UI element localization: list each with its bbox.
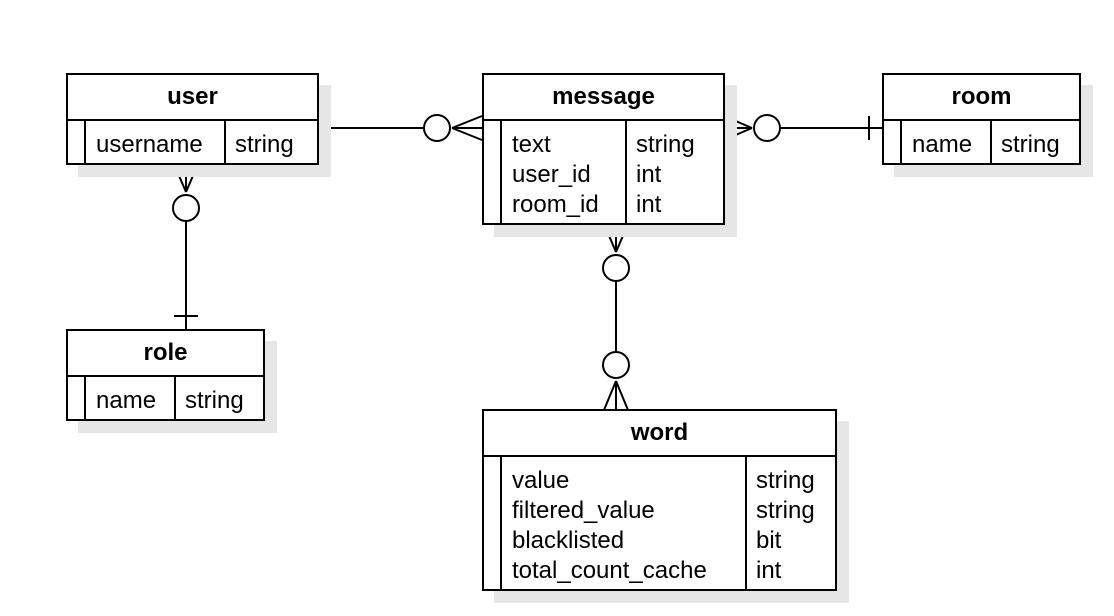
entity-title: role [68,331,263,377]
field-type: int [756,557,782,584]
entity-fields: username string [68,121,317,163]
entity-message[interactable]: message text user_id room_id string int … [482,73,725,225]
field-name: total_count_cache [512,557,707,584]
field-name: user_id [512,161,591,188]
entity-fields: name string [884,121,1079,163]
field-type: string [756,467,815,494]
entity-room[interactable]: room name string [882,73,1081,165]
connector-message-word [602,223,630,411]
key-column [484,457,502,589]
field-type: string [1001,131,1060,158]
key-column [68,377,86,419]
entity-title: word [484,411,835,457]
entity-fields: text user_id room_id string int int [484,121,723,223]
crowsfoot-marker [173,163,187,193]
entity-user[interactable]: user username string [66,73,319,165]
entity-title: user [68,75,317,121]
zero-marker [172,194,200,222]
crowsfoot-marker [723,115,753,129]
field-type: string [185,387,244,414]
connector-role-user [172,163,200,330]
field-name-column: name [902,121,992,163]
field-type: int [636,191,662,218]
field-name: value [512,467,570,494]
zero-marker [423,114,451,142]
field-type-column: string [992,121,1079,163]
field-type: string [636,131,695,158]
key-column [884,121,902,163]
field-name-column: text user_id room_id [502,121,627,223]
field-type-column: string int int [627,121,723,223]
field-type: string [756,497,815,524]
zero-marker [602,351,630,379]
field-type-column: string [226,121,317,163]
connector-user-message [318,114,483,142]
field-name: room_id [512,191,599,218]
entity-title: message [484,75,723,121]
field-name: name [96,387,157,414]
field-name-column: name [86,377,176,419]
field-name: filtered_value [512,497,655,524]
key-column [68,121,86,163]
zero-marker [753,114,781,142]
field-type: string [235,131,294,158]
zero-marker [602,254,630,282]
entity-fields: value filtered_value blacklisted total_c… [484,457,835,589]
crowsfoot-marker [603,223,617,253]
field-name-column: username [86,121,226,163]
field-name: username [96,131,203,158]
entity-fields: name string [68,377,263,419]
field-type-column: string [176,377,263,419]
crowsfoot-marker [451,115,483,129]
field-name: text [512,131,551,158]
entity-word[interactable]: word value filtered_value blacklisted to… [482,409,837,591]
entity-title: room [884,75,1079,121]
entity-role[interactable]: role name string [66,329,265,421]
crowsfoot-marker [603,380,617,411]
field-type: bit [756,527,782,554]
key-column [484,121,502,223]
field-type-column: string string bit int [747,457,835,589]
field-name: name [912,131,973,158]
connector-room-message [723,114,882,142]
field-name: blacklisted [512,527,625,554]
field-type: int [636,161,662,188]
field-name-column: value filtered_value blacklisted total_c… [502,457,747,589]
